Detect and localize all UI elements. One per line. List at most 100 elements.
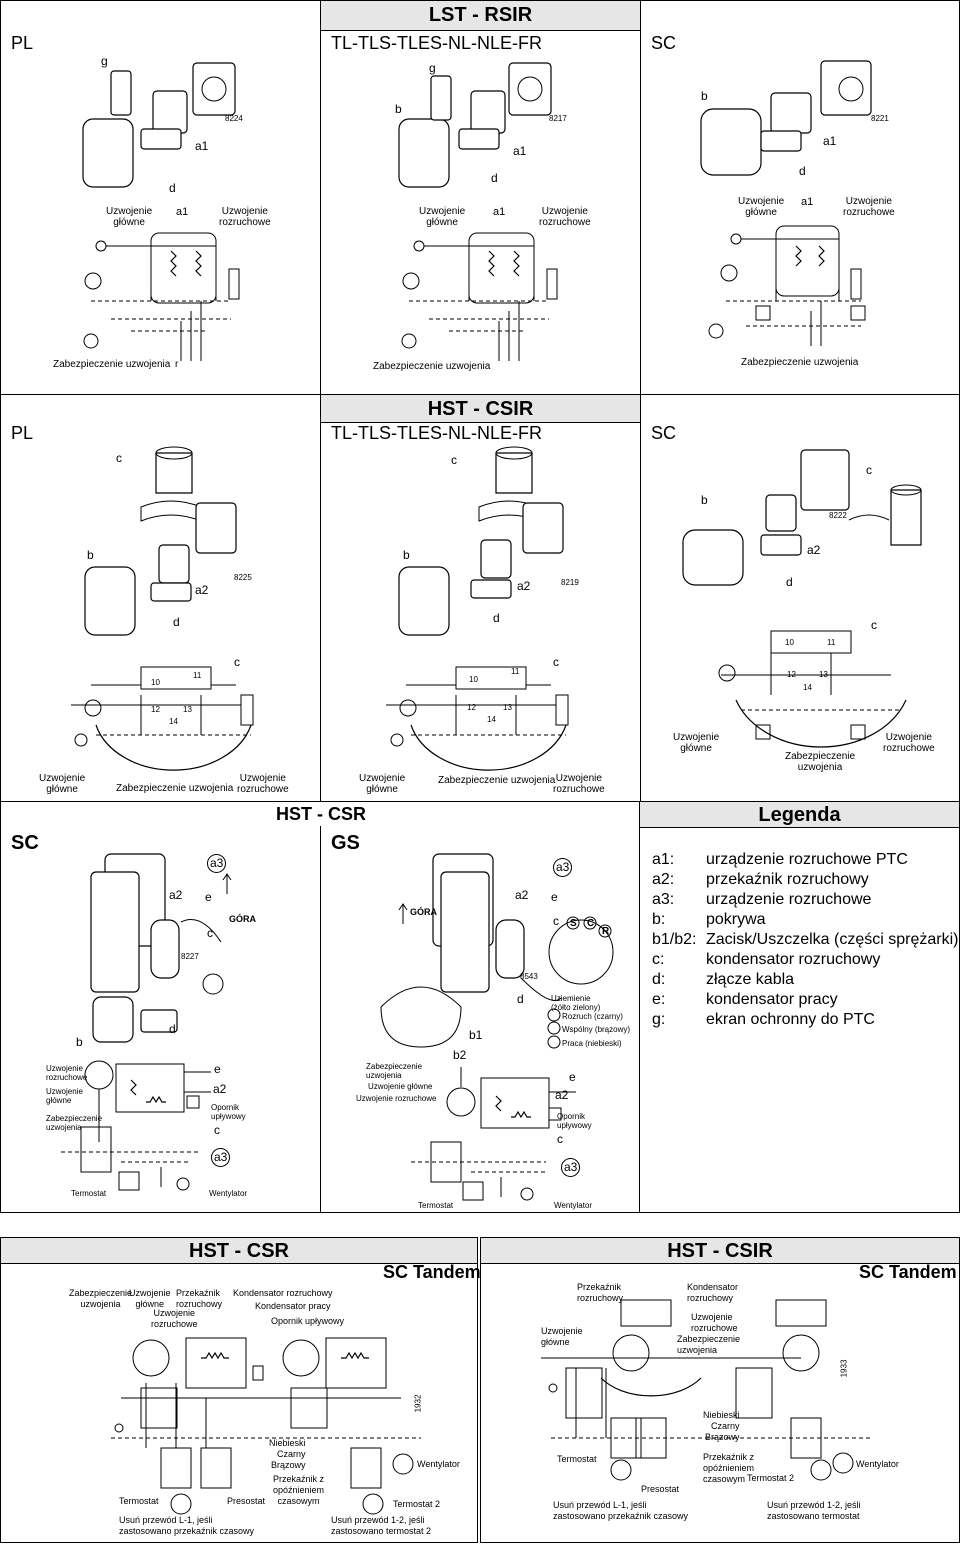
tandem-csr-title: HST - CSR: [1, 1238, 477, 1264]
gs-e-wiring: e: [569, 1070, 576, 1084]
legend-text: pokrywa: [706, 911, 766, 928]
start-winding-tl-2: Uzwojenie rozruchowe: [553, 773, 605, 795]
term-11-pl: 11: [193, 671, 202, 680]
sc-a2: a2: [169, 888, 183, 902]
term-14-pl: 14: [169, 717, 178, 726]
term-14-tl: 14: [487, 715, 496, 724]
label-c-sc: c: [866, 463, 872, 477]
t-csr-thermostat2: Termostat 2: [393, 1499, 441, 1509]
tandem-csr-drawings: [111, 1337, 421, 1515]
gs-letter-s: S: [570, 918, 577, 929]
label-r-pl: r: [175, 359, 179, 370]
panel-tandem-csir: HST - CSIR SC Tandem Przekaźnik rozrucho…: [480, 1237, 960, 1543]
gs-c: c: [553, 914, 559, 928]
t-csr-main: Uzwojenie główne: [129, 1288, 171, 1309]
gs-letter-c: C: [587, 918, 595, 929]
label-d-tl: d: [491, 171, 498, 185]
t-csir-delay: Przekaźnik z opóźnieniem czasowym: [703, 1452, 755, 1484]
gs-protector: Zabezpieczenie uzwojenia: [366, 1062, 423, 1080]
sc-protector: Zabezpieczenie uzwojenia: [46, 1114, 103, 1132]
protector-pl: Zabezpieczenie uzwojenia: [53, 359, 171, 370]
t-csr-note1: Usuń przewód L-1, jeśli zastosowano prze…: [119, 1515, 255, 1536]
t-csir-protector: Zabezpieczenie uzwojenia: [677, 1334, 741, 1355]
legend-text: przekaźnik rozruchowy: [706, 871, 869, 888]
protector-tl: Zabezpieczenie uzwojenia: [373, 361, 491, 372]
gs-e: e: [551, 890, 558, 904]
code-8217: 8217: [549, 114, 567, 123]
t-csr-start: Uzwojenie rozruchowe: [151, 1308, 198, 1329]
legend-text: Zacisk/Uszczelka (części sprężarki): [706, 931, 959, 948]
gs-common-wire: Wspólny (brązowy): [562, 1025, 631, 1034]
tandem-csir-left: [541, 1299, 871, 1481]
tandem-csir-right: [735, 1299, 854, 1481]
term-12-tl: 12: [467, 703, 476, 712]
sc-fan: Wentylator: [209, 1189, 248, 1198]
label-a2-tl: a2: [517, 579, 531, 593]
t-csr-pressostat: Presostat: [227, 1496, 266, 1506]
legend-key: a3:: [652, 891, 675, 908]
code-8224: 8224: [225, 114, 243, 123]
label-c-pl: c: [116, 451, 122, 465]
start-winding-sc: Uzwojenie rozruchowe: [843, 196, 895, 218]
t-csr-note2: Usuń przewód 1-2, jeśli zastosowano term…: [331, 1515, 432, 1536]
t-csir-relay: Przekaźnik rozruchowy: [577, 1282, 624, 1303]
legend-title: Legenda: [640, 802, 959, 828]
sc-c: c: [207, 926, 213, 940]
gs-a3-wiring: a3: [561, 1158, 581, 1177]
t-csr-run-cap: Kondensator pracy: [255, 1301, 331, 1311]
legend-key: b1/b2:: [652, 931, 697, 948]
main-winding-pl-2: Uzwojenie główne: [39, 773, 86, 795]
label-g-pl: g: [101, 54, 108, 68]
pl-wiring: [83, 232, 240, 361]
main-winding-sc: Uzwojenie główne: [738, 196, 785, 218]
sc-b: b: [76, 1035, 83, 1049]
code-8225: 8225: [234, 573, 252, 582]
protector-sc: Zabezpieczenie uzwojenia: [741, 357, 859, 368]
start-winding-tl: Uzwojenie rozruchowe: [539, 206, 591, 228]
code-8219: 8219: [561, 578, 579, 587]
sc-e: e: [205, 890, 212, 904]
label-a2-sc: a2: [807, 543, 821, 557]
gs-thermostat: Termostat: [418, 1201, 454, 1210]
gs-bleed: Opornik upływowy: [557, 1112, 592, 1130]
label-d-sc: d: [799, 164, 806, 178]
sc-a3: a3: [207, 854, 227, 873]
t-csr-thermostat: Termostat: [119, 1496, 159, 1506]
sc-c-wiring: c: [214, 1123, 220, 1137]
protector-tl-2: Zabezpieczenie uzwojenia: [438, 775, 556, 786]
gs-ground-wire: Uziemienie (żółto zielony): [551, 994, 601, 1012]
panel-tandem-csr: HST - CSR SC Tandem Zabezpieczenie uzwoj…: [0, 1237, 481, 1543]
term-12-pl: 12: [151, 705, 160, 714]
code-8221: 8221: [871, 114, 889, 123]
hst-csr-drawings: [61, 853, 614, 1201]
tandem-csr-right: [282, 1337, 414, 1515]
label-b-pl-2: b: [87, 548, 94, 562]
sc-up: GÓRA: [229, 914, 256, 924]
label-a2-pl: a2: [195, 583, 209, 597]
main-winding-pl: Uzwojenie główne: [106, 206, 153, 228]
term-14-sc: 14: [803, 683, 812, 692]
term-13-tl: 13: [503, 703, 512, 712]
a1-wiring-tl: a1: [493, 206, 506, 218]
legend-text: kondensator pracy: [706, 991, 838, 1008]
pl-parts-2: [84, 446, 237, 636]
t-csir-code: 1933: [839, 1359, 849, 1378]
protector-pl-2: Zabezpieczenie uzwojenia: [116, 783, 234, 794]
label-c-wiring-tl: c: [553, 655, 559, 669]
hst-csir-drawings: [71, 446, 922, 771]
tandem-csir-drawings: [541, 1299, 871, 1481]
gs-d: d: [517, 992, 524, 1006]
sc-a2-wiring: a2: [213, 1082, 227, 1096]
label-b-sc: b: [701, 89, 708, 103]
t-csr-delay: Przekaźnik z opóźnieniem czasowym: [273, 1474, 325, 1506]
sc-a3-wiring: a3: [211, 1148, 231, 1167]
pl-wiring-2: [71, 666, 254, 771]
tl-components: [398, 62, 552, 188]
t-csr-code: 1932: [413, 1394, 423, 1413]
t-csr-colors: Niebieski Czarny Brązowy: [269, 1438, 306, 1470]
label-b-sc-2: b: [701, 493, 708, 507]
gs-start-wire: Rozruch (czarny): [562, 1012, 623, 1021]
t-csir-start: Uzwojenie rozruchowe: [691, 1312, 738, 1333]
legend-key: c:: [652, 951, 665, 968]
sc-parts-2: [682, 449, 922, 586]
